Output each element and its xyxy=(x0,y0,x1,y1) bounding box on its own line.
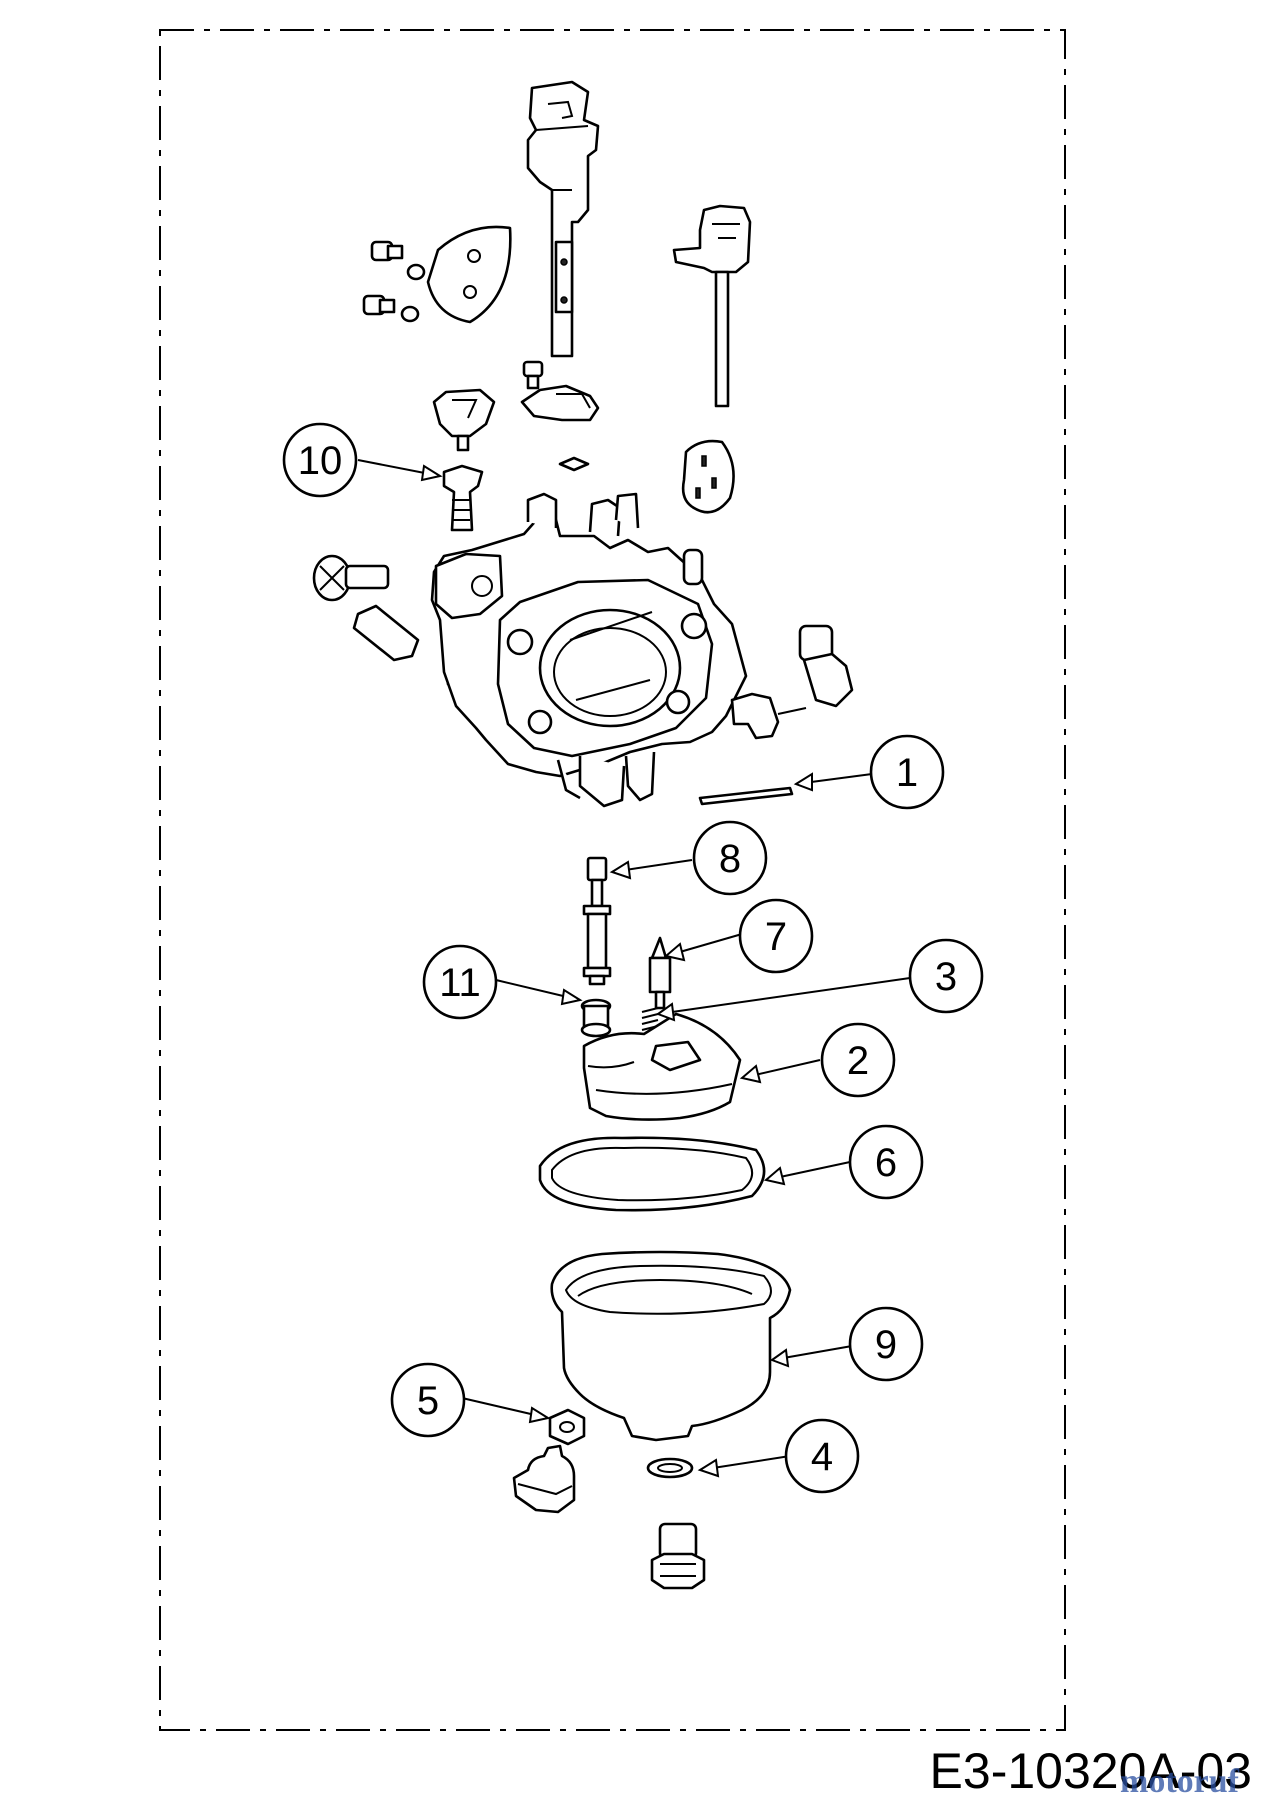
part-11-main-jet xyxy=(580,998,612,1038)
callout-10-label: 10 xyxy=(298,439,343,483)
callout-3-label: 3 xyxy=(935,955,957,999)
callout-9: 9 xyxy=(848,1306,924,1382)
bottom-bolt xyxy=(650,1522,706,1590)
callout-1: 1 xyxy=(869,734,945,810)
callout-10: 10 xyxy=(282,422,358,498)
plate-screws xyxy=(362,240,426,323)
callout-11: 11 xyxy=(422,944,498,1020)
leader-lines xyxy=(357,459,911,1478)
choke-plate xyxy=(681,439,735,514)
part-6-gasket xyxy=(538,1136,766,1212)
throttle-shaft xyxy=(526,80,600,358)
callout-8-label: 8 xyxy=(719,837,741,881)
part-7-float-needle xyxy=(648,936,672,1010)
dashed-frame xyxy=(159,29,1066,1731)
callout-2-label: 2 xyxy=(847,1039,869,1083)
part-8-jet-tube xyxy=(582,856,612,986)
drawing-code: E3-10320A-03 xyxy=(930,1743,1252,1799)
callout-8: 8 xyxy=(692,820,768,896)
part-2-float xyxy=(582,1012,742,1121)
callout-4-label: 4 xyxy=(811,1435,833,1479)
carburetor-body xyxy=(430,492,854,808)
part-9-float-bowl xyxy=(550,1250,792,1442)
seal-and-screw xyxy=(520,360,600,472)
part-3-spring xyxy=(641,1007,659,1031)
drain-screw xyxy=(512,1444,576,1514)
part-10-valve xyxy=(432,388,496,532)
choke-shaft xyxy=(672,204,752,408)
callout-6-label: 6 xyxy=(875,1141,897,1185)
callout-3: 3 xyxy=(908,938,984,1014)
callout-7: 7 xyxy=(738,898,814,974)
callout-4: 4 xyxy=(784,1418,860,1494)
watermark: motoruf xyxy=(1120,1763,1240,1800)
callout-6: 6 xyxy=(848,1124,924,1200)
callout-7-label: 7 xyxy=(765,915,787,959)
throttle-plate xyxy=(426,225,512,324)
callout-1-label: 1 xyxy=(896,751,918,795)
part-4-washer xyxy=(646,1457,694,1479)
callout-5: 5 xyxy=(390,1362,466,1438)
callout-2: 2 xyxy=(820,1022,896,1098)
callout-11-label: 11 xyxy=(439,961,481,1005)
callout-5-label: 5 xyxy=(417,1379,439,1423)
part-5-washer xyxy=(548,1408,586,1446)
callout-9-label: 9 xyxy=(875,1323,897,1367)
part-1-pin xyxy=(698,786,794,806)
